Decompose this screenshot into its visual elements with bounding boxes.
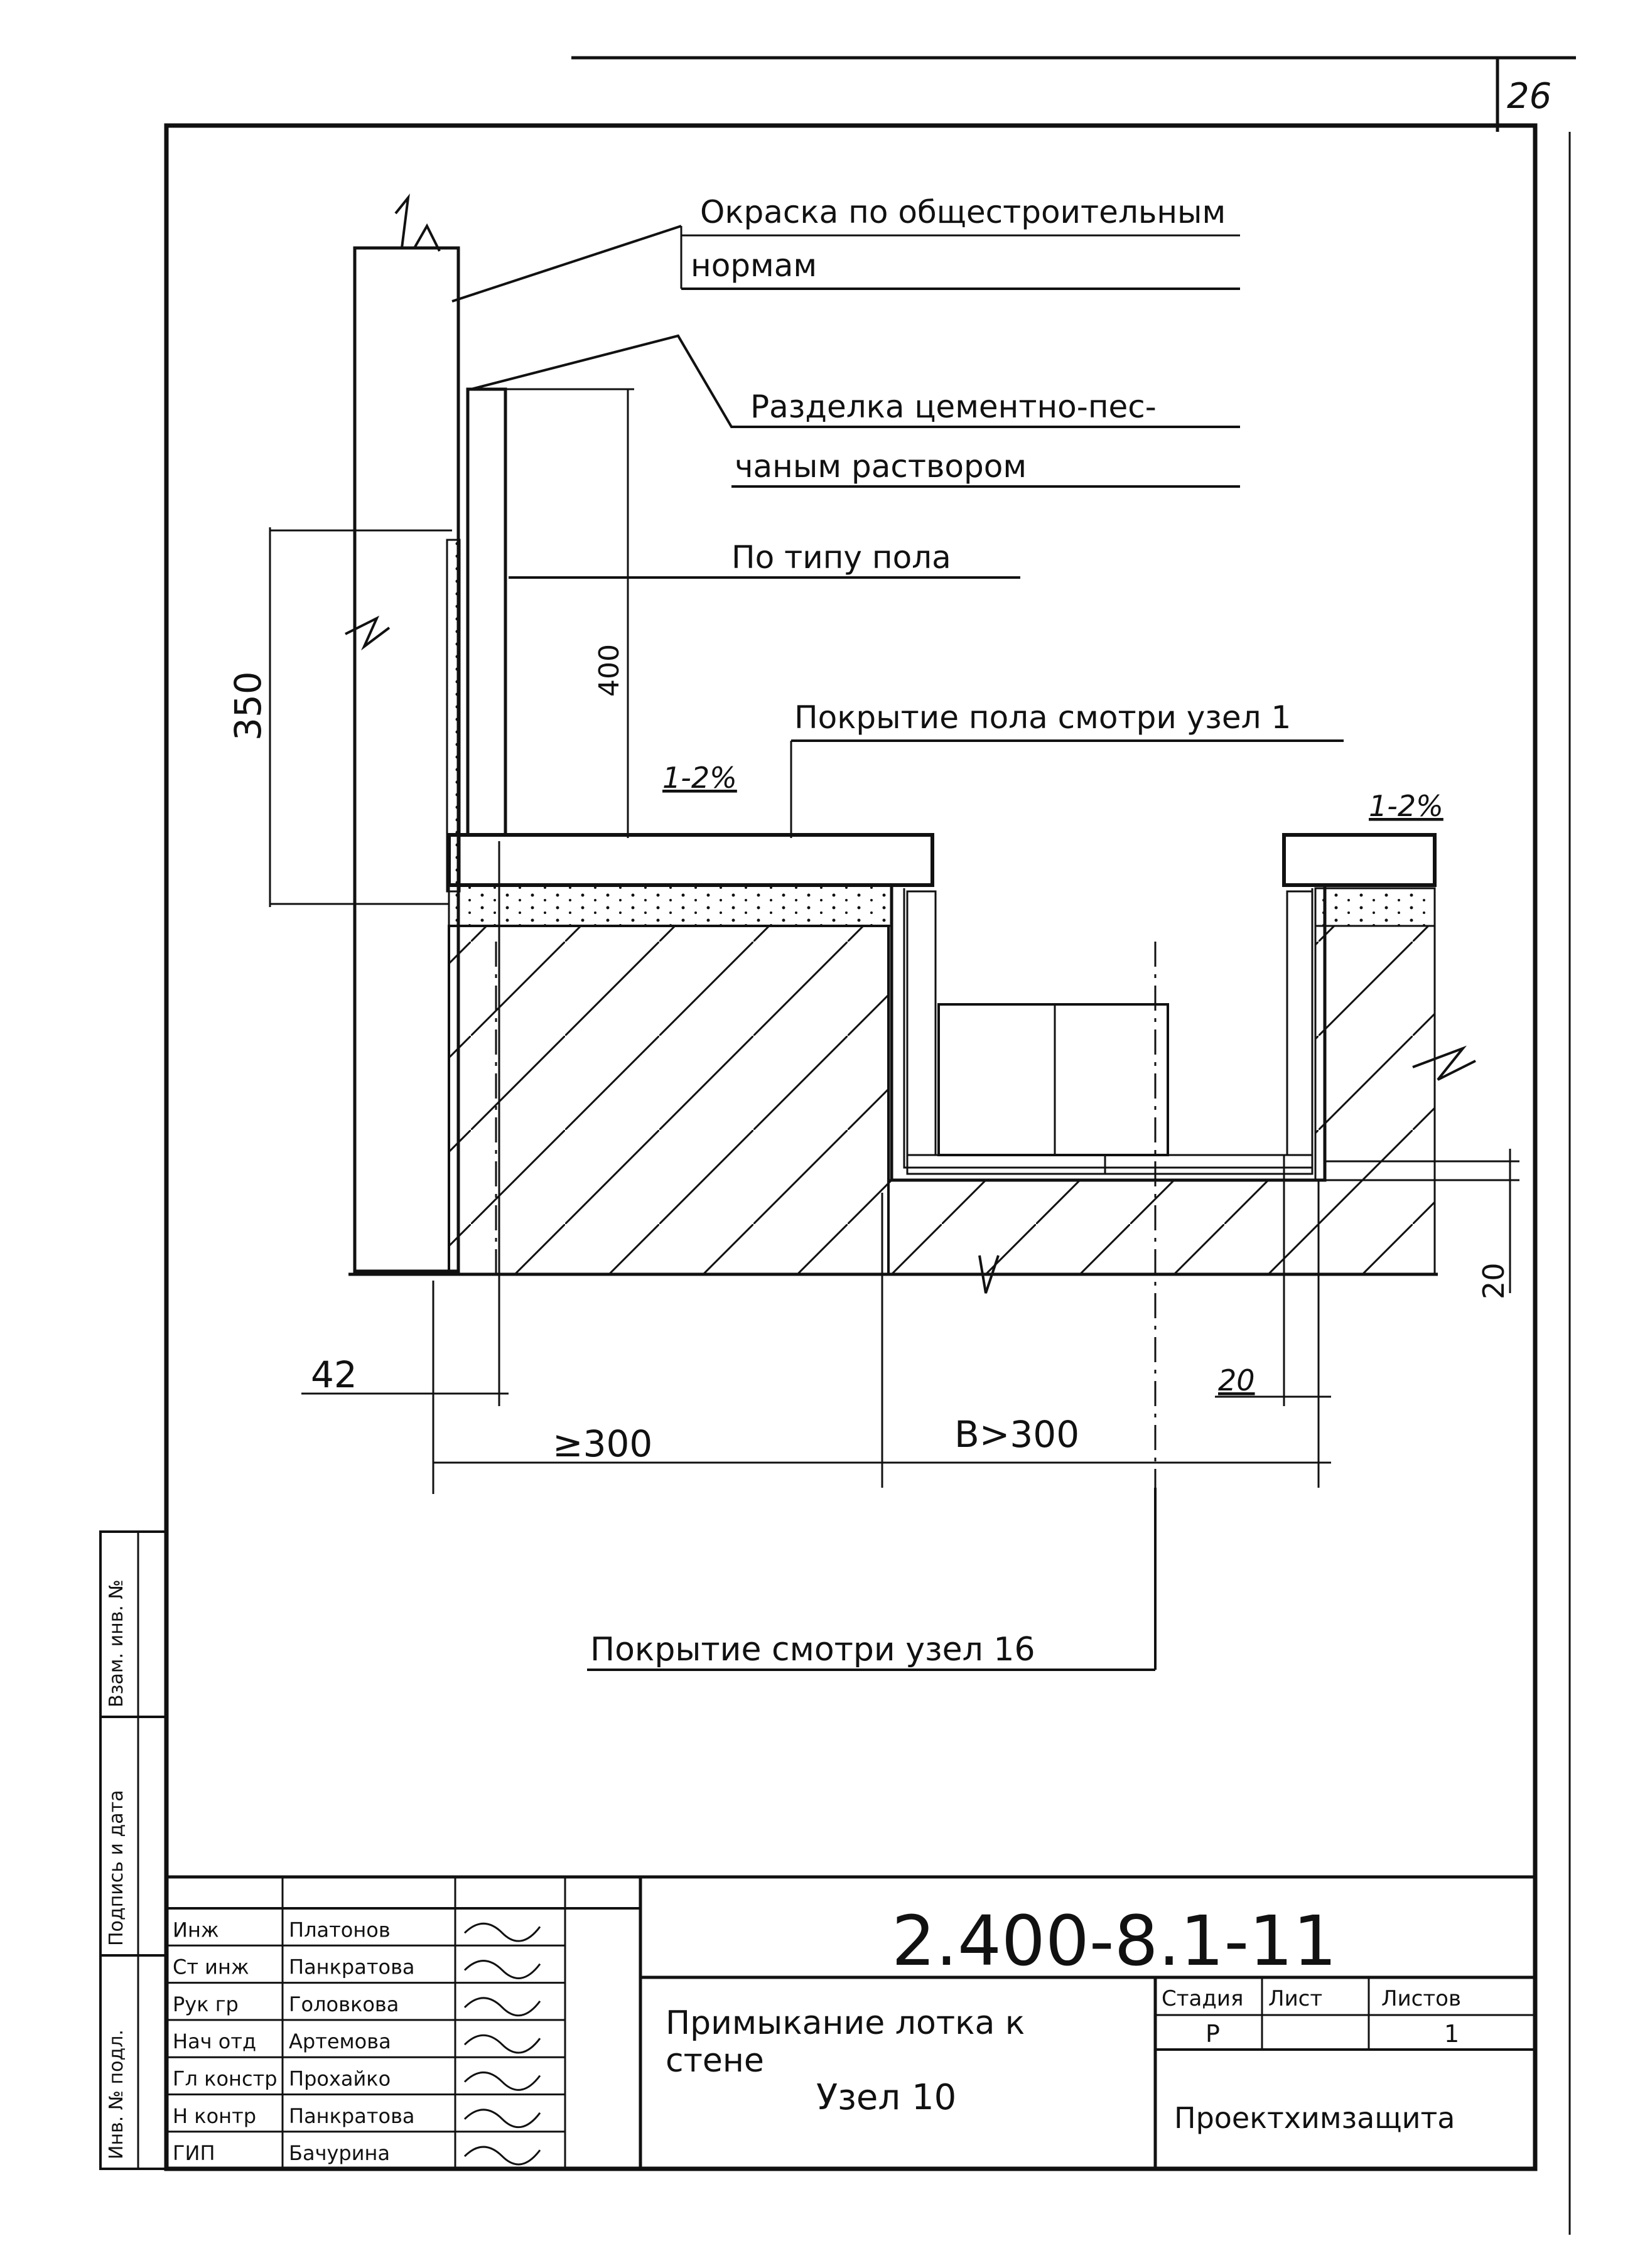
callout-paint-cont: нормам (691, 247, 817, 284)
signature-name: Панкратова (289, 1955, 415, 1979)
signature-scribble (463, 2034, 541, 2054)
sheet-header: Лист (1268, 1986, 1322, 2011)
tray-insert (937, 1003, 1169, 1156)
section-drawing: 350 400 1-2% 1-2% 42 ≥300 B>300 20 20 Ок… (227, 193, 1519, 1671)
signature-role: Нач отд (173, 2029, 256, 2053)
signature-name: Платонов (289, 1918, 391, 1942)
floor-topping (447, 833, 934, 887)
title-block: 2.400-8.1-11 Примыкание лотка к стене Уз… (165, 1875, 1535, 2170)
signature-table (165, 1907, 642, 2170)
dim-350: 350 (227, 671, 269, 741)
dim-b300: B>300 (954, 1413, 1079, 1456)
side-stamp: Инв. № подл. Подпись и дата Взам. инв. № (99, 1530, 168, 2170)
floor-topping-right (1282, 833, 1437, 887)
stage-header: Стадия (1162, 1986, 1243, 2011)
callout-joint: Разделка цементно-пес- (750, 389, 1157, 425)
stage-value: Р (1206, 2020, 1220, 2048)
stamp-sign-date: Подпись и дата (105, 1790, 127, 1947)
signature-role: Инж (173, 1918, 219, 1942)
dim-20-right: 20 (1477, 1262, 1511, 1299)
sheets-header: Листов (1381, 1986, 1461, 2011)
signature-scribble (463, 1997, 541, 2017)
signature-role: Рук гр (173, 1992, 239, 2016)
signature-name: Прохайко (289, 2067, 391, 2091)
dim-400: 400 (593, 644, 625, 697)
node-label: Узел 10 (816, 2077, 956, 2118)
callout-floor-cover: Покрытие пола смотри узел 1 (794, 699, 1291, 736)
callout-joint-cont: чаным раствором (735, 448, 1027, 485)
wall (353, 246, 460, 1273)
skirting (466, 387, 507, 837)
signature-scribble (463, 2146, 541, 2166)
concrete-base-left (448, 925, 890, 1276)
signature-name: Бачурина (289, 2141, 390, 2165)
signature-name: Артемова (289, 2029, 391, 2053)
signature-role: Н контр (173, 2104, 256, 2128)
stamp-inv-repl: Взам. инв. № (105, 1579, 127, 1707)
drawing-title-line2: стене (666, 2042, 764, 2080)
signature-scribble (463, 2109, 541, 2129)
signature-role: Ст инж (173, 1955, 249, 1979)
signature-name: Панкратова (289, 2104, 415, 2128)
callout-cover: Покрытие смотри узел 16 (590, 1631, 1035, 1669)
page-number: 26 (1507, 76, 1551, 117)
signature-scribble (463, 1960, 541, 1979)
signature-role: Гл констр (173, 2067, 278, 2091)
drawing-frame (164, 123, 1538, 2171)
stamp-inv-orig: Инв. № подл. (105, 2029, 127, 2159)
dim-20-bottom: 20 (1218, 1363, 1255, 1397)
signature-scribble (463, 2072, 541, 2091)
drawing-code: 2.400-8.1-11 (892, 1901, 1337, 1981)
signature-scribble (463, 1922, 541, 1942)
floor-screed (448, 884, 893, 927)
callout-floor-type: По типу пола (731, 539, 951, 576)
drawing-title-line1: Примыкание лотка к (666, 2004, 1025, 2042)
dim-300: ≥300 (553, 1422, 652, 1465)
sheets-value: 1 (1444, 2020, 1459, 2048)
signature-name: Головкова (289, 1992, 399, 2016)
signature-role: ГИП (173, 2141, 215, 2165)
slope-right: 1-2% (1369, 789, 1443, 823)
page-header: 26 (571, 56, 1576, 132)
organization: Проектхимзащита (1174, 2101, 1455, 2135)
slope-left: 1-2% (662, 761, 737, 795)
concrete-base-bottom (887, 1179, 1436, 1276)
dim-42: 42 (311, 1353, 357, 1396)
callout-paint: Окраска по общестроительным (700, 194, 1226, 230)
concrete-base-right (1314, 925, 1436, 1181)
